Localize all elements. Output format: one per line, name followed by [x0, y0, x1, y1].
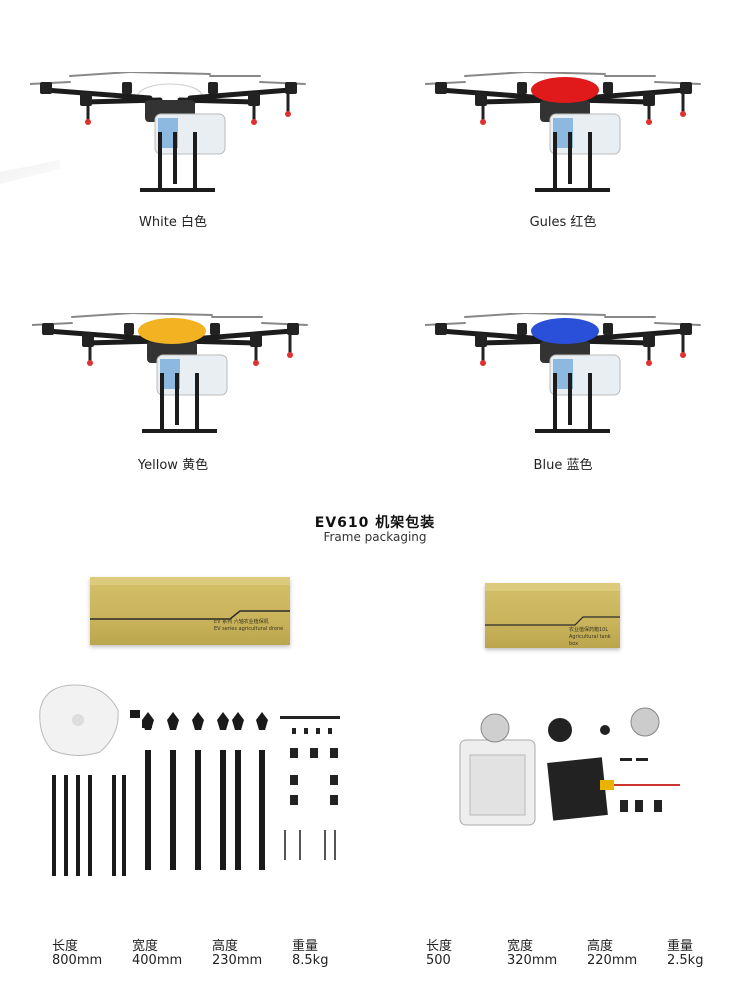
packaging-subtitle: Frame packaging — [323, 530, 427, 544]
frame-box-label-cn: EV 系列 六轴农业植保机 — [214, 619, 269, 625]
spec-tank-weight-label: 重量 — [667, 939, 694, 954]
spec-tank-height-label: 高度 — [587, 939, 614, 954]
spec-frame-length-value: 800mm — [52, 953, 103, 968]
spec-frame-weight-label: 重量 — [292, 939, 319, 954]
tank-box-label-en: Agricultural tank box — [569, 634, 611, 647]
tank-box-label-cn: 农业植保药箱10L — [569, 627, 609, 633]
spec-frame-height-label: 高度 — [212, 939, 239, 954]
variant-label-blue: Blue 蓝色 — [533, 458, 593, 473]
tank-box: 农业植保药箱10L Agricultural tank box — [485, 583, 620, 648]
drone-red — [425, 72, 705, 197]
spec-frame-width-label: 宽度 — [132, 939, 159, 954]
spec-frame-height-value: 230mm — [212, 953, 263, 968]
spec-tank-width-label: 宽度 — [507, 939, 534, 954]
spec-frame-length-label: 长度 — [52, 939, 79, 954]
spec-tank-height-value: 220mm — [587, 953, 638, 968]
drone-white — [30, 72, 310, 197]
variant-label-red: Gules 红色 — [529, 215, 597, 230]
frame-box: EV 系列 六轴农业植保机 EV series agricultural dro… — [90, 577, 290, 645]
drone-yellow — [32, 313, 312, 438]
frame-parts-image — [30, 680, 360, 880]
frame-box-label-en: EV series agricultural drone — [214, 626, 284, 632]
spec-tank-width-value: 320mm — [507, 953, 558, 968]
drone-blue — [425, 313, 705, 438]
spec-tank-weight-value: 2.5kg — [667, 953, 704, 968]
spec-tank-length-label: 长度 — [426, 939, 453, 954]
packaging-title: EV610 机架包装 — [314, 515, 436, 531]
spec-frame-width-value: 400mm — [132, 953, 183, 968]
spec-tank-length-value: 500 — [426, 953, 451, 968]
variant-label-white: White 白色 — [139, 215, 207, 230]
tank-parts-image — [450, 700, 700, 830]
spec-frame-weight-value: 8.5kg — [292, 953, 329, 968]
variant-label-yellow: Yellow 黄色 — [137, 458, 209, 473]
